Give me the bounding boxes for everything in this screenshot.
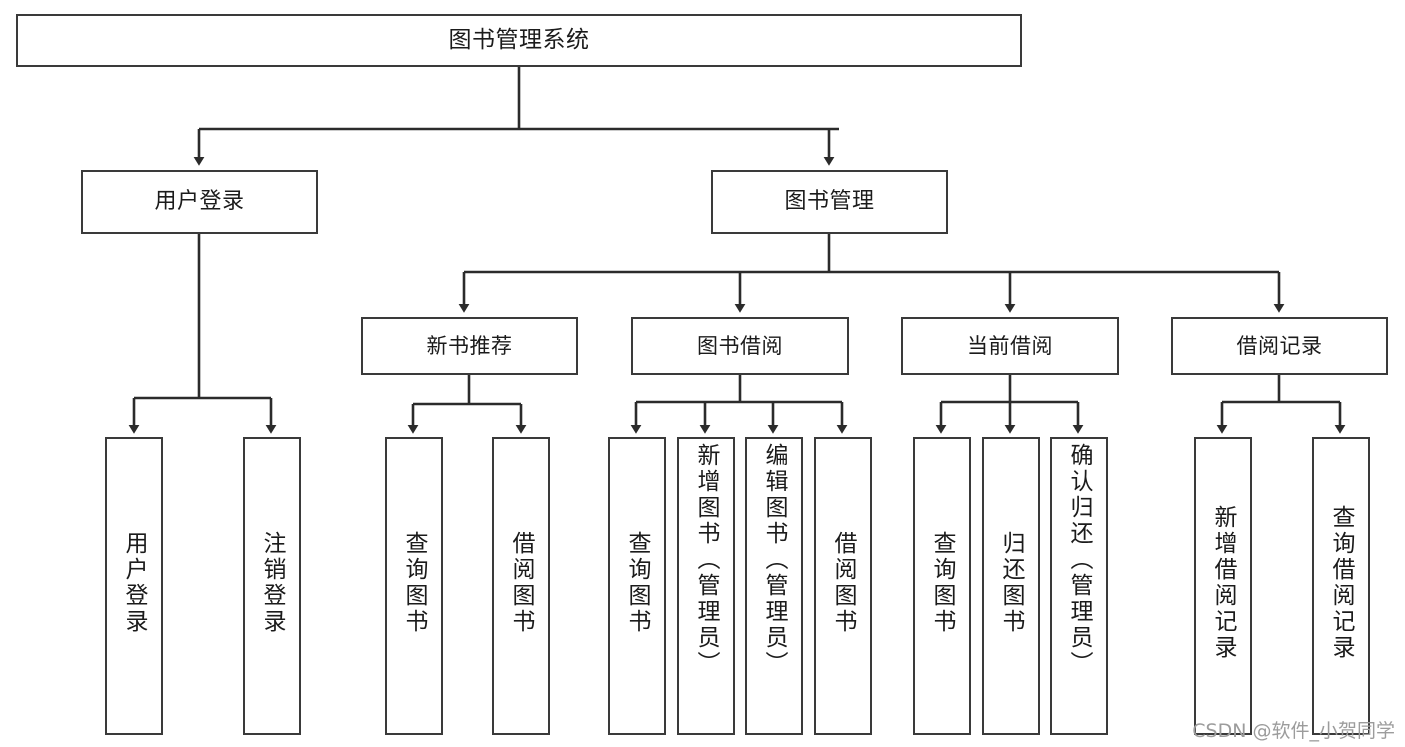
node-label: 新增借阅记录 — [1210, 505, 1237, 661]
node-label: 确认归还（管理员） — [1066, 443, 1093, 677]
node-label: 编辑图书（管理员） — [761, 443, 788, 677]
node-label: 当前借阅 — [967, 333, 1053, 358]
node-root-system[interactable]: 图书管理系统 — [16, 14, 1022, 67]
leaf-query-book-borrow[interactable]: 查询图书 — [608, 437, 666, 735]
node-label: 查询图书 — [624, 531, 651, 635]
node-label: 注销登录 — [259, 531, 286, 635]
node-label: 新增图书（管理员） — [693, 443, 720, 677]
node-book-borrow[interactable]: 图书借阅 — [631, 317, 849, 375]
node-current-borrow[interactable]: 当前借阅 — [901, 317, 1119, 375]
node-label: 新书推荐 — [426, 333, 513, 358]
node-label: 归还图书 — [998, 531, 1025, 635]
leaf-query-borrow-record[interactable]: 查询借阅记录 — [1312, 437, 1370, 735]
leaf-add-borrow-record[interactable]: 新增借阅记录 — [1194, 437, 1252, 735]
node-label: 查询图书 — [929, 531, 956, 635]
leaf-edit-book-admin[interactable]: 编辑图书（管理员） — [745, 437, 803, 735]
node-label: 用户登录 — [121, 531, 148, 635]
node-label: 图书管理 — [784, 189, 875, 215]
node-label: 借阅图书 — [830, 531, 857, 635]
node-label: 查询图书 — [401, 531, 428, 635]
node-borrow-record[interactable]: 借阅记录 — [1171, 317, 1388, 375]
node-label: 借阅记录 — [1236, 333, 1323, 358]
node-user-login[interactable]: 用户登录 — [81, 170, 318, 234]
node-label: 借阅图书 — [508, 531, 535, 635]
leaf-add-book-admin[interactable]: 新增图书（管理员） — [677, 437, 735, 735]
node-new-book-recommend[interactable]: 新书推荐 — [361, 317, 578, 375]
leaf-return-book[interactable]: 归还图书 — [982, 437, 1040, 735]
leaf-borrow-book[interactable]: 借阅图书 — [814, 437, 872, 735]
node-book-management[interactable]: 图书管理 — [711, 170, 948, 234]
leaf-borrow-book-recommend[interactable]: 借阅图书 — [492, 437, 550, 735]
leaf-user-logout[interactable]: 注销登录 — [243, 437, 301, 735]
leaf-confirm-return-admin[interactable]: 确认归还（管理员） — [1050, 437, 1108, 735]
leaf-query-book-recommend[interactable]: 查询图书 — [385, 437, 443, 735]
node-label: 查询借阅记录 — [1328, 505, 1355, 661]
leaf-query-book-current[interactable]: 查询图书 — [913, 437, 971, 735]
leaf-user-login[interactable]: 用户登录 — [105, 437, 163, 735]
node-label: 图书管理系统 — [448, 27, 590, 54]
node-label: 图书借阅 — [697, 333, 783, 358]
node-label: 用户登录 — [154, 189, 245, 215]
csdn-watermark: CSDN @软件_小贺同学 — [1192, 720, 1395, 742]
